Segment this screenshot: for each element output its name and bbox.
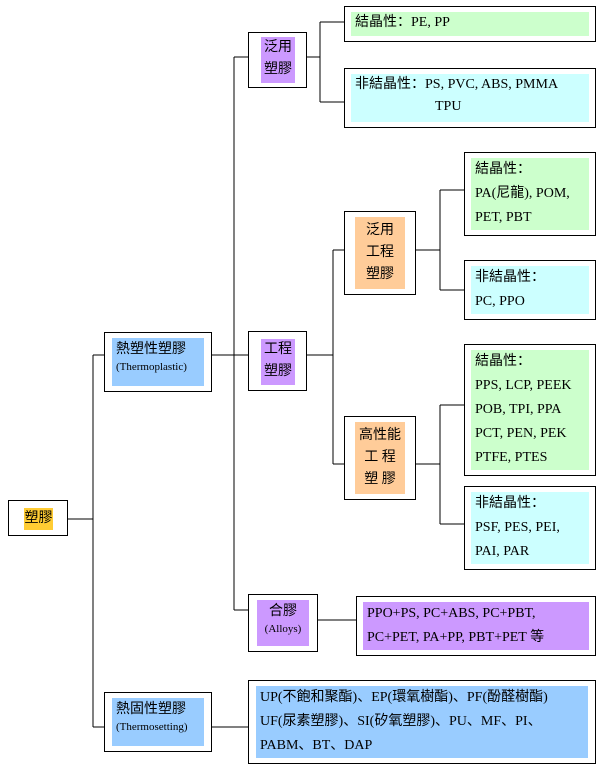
alloys-fill: 合膠 (Alloys) [257, 600, 309, 646]
alloys-list-node: PPO+PS, PC+ABS, PC+PBT, PC+PET, PA+PP, P… [356, 596, 596, 656]
general-eng-crystalline-line-1: 結晶性： [475, 162, 531, 177]
engineering-plastic-label-1: 工程 [264, 342, 292, 357]
general-plastic-crystalline-node: 結晶性：PE, PP [344, 6, 596, 42]
high-perf-crystalline-line-5: PTFE, PTES [475, 450, 548, 465]
alloys-list-line-1: PPO+PS, PC+ABS, PC+PBT, [367, 606, 536, 621]
general-eng-crystalline-node: 結晶性： PA(尼龍), POM, PET, PBT [464, 152, 596, 236]
thermosetting-list-line-1: UP(不飽和聚酯)、EP(環氧樹酯)、PF(酚醛樹酯) [260, 690, 548, 705]
root-node: 塑膠 [8, 500, 68, 536]
engineering-plastic-node: 工程 塑膠 [248, 331, 307, 391]
general-eng-amorphous-node: 非結晶性： PC, PPO [464, 260, 596, 320]
general-eng-amorphous-line-2: PC, PPO [475, 294, 525, 309]
thermosetting-label: 熱固性塑膠 [116, 702, 186, 717]
general-plastic-fill: 泛用 塑膠 [261, 37, 295, 83]
high-performance-node: 高性能 工 程 塑 膠 [344, 416, 416, 500]
general-plastic-amorphous-line-2: TPU [435, 99, 462, 114]
thermosetting-list-fill: UP(不飽和聚酯)、EP(環氧樹酯)、PF(酚醛樹酯) UF(尿素塑膠)、SI(… [256, 686, 588, 758]
general-engineering-node: 泛用 工程 塑膠 [344, 211, 416, 295]
high-performance-label-1: 高性能 [359, 428, 401, 443]
high-performance-label-2: 工 程 [364, 450, 396, 465]
general-eng-crystalline-line-3: PET, PBT [475, 210, 532, 225]
general-plastic-amorphous-node: 非結晶性：PS, PVC, ABS, PMMA TPU [344, 68, 596, 128]
high-perf-crystalline-line-2: PPS, LCP, PEEK [475, 378, 572, 393]
high-perf-crystalline-line-3: POB, TPI, PPA [475, 402, 562, 417]
high-perf-amorphous-line-2: PSF, PES, PEI, [475, 520, 560, 535]
general-plastic-amorphous-fill: 非結晶性：PS, PVC, ABS, PMMA TPU [351, 74, 589, 122]
thermoplastic-sublabel: (Thermoplastic) [116, 361, 187, 373]
general-engineering-fill: 泛用 工程 塑膠 [355, 217, 405, 289]
root-label: 塑膠 [24, 508, 53, 530]
high-perf-crystalline-line-1: 結晶性： [475, 354, 531, 369]
engineering-plastic-label-2: 塑膠 [264, 364, 292, 379]
general-plastic-label-2: 塑膠 [264, 62, 292, 77]
high-perf-amorphous-line-1: 非結晶性： [475, 496, 545, 511]
general-engineering-label-1: 泛用 [366, 223, 394, 238]
high-perf-amorphous-line-3: PAI, PAR [475, 544, 530, 559]
general-eng-amorphous-fill: 非結晶性： PC, PPO [471, 266, 589, 314]
general-plastic-amorphous-line-1: 非結晶性：PS, PVC, ABS, PMMA [355, 77, 559, 92]
general-plastic-label-1: 泛用 [264, 40, 292, 55]
general-plastic-crystalline-label: 結晶性：PE, PP [355, 15, 450, 30]
general-plastic-crystalline-fill: 結晶性：PE, PP [351, 12, 589, 36]
engineering-plastic-fill: 工程 塑膠 [261, 339, 295, 385]
thermosetting-fill: 熱固性塑膠 (Thermosetting) [112, 698, 204, 746]
high-performance-label-3: 塑 膠 [364, 472, 396, 487]
alloys-sublabel: (Alloys) [264, 623, 302, 635]
thermosetting-sublabel: (Thermosetting) [116, 721, 188, 733]
general-eng-crystalline-fill: 結晶性： PA(尼龍), POM, PET, PBT [471, 158, 589, 230]
alloys-node: 合膠 (Alloys) [248, 594, 318, 652]
high-perf-amorphous-node: 非結晶性： PSF, PES, PEI, PAI, PAR [464, 486, 596, 570]
high-perf-amorphous-fill: 非結晶性： PSF, PES, PEI, PAI, PAR [471, 492, 589, 564]
thermoplastic-label: 熱塑性塑膠 [116, 342, 186, 357]
general-eng-crystalline-line-2: PA(尼龍), POM, [475, 186, 570, 201]
high-perf-crystalline-node: 結晶性： PPS, LCP, PEEK POB, TPI, PPA PCT, P… [464, 344, 596, 476]
alloys-list-fill: PPO+PS, PC+ABS, PC+PBT, PC+PET, PA+PP, P… [363, 602, 589, 650]
general-plastic-node: 泛用 塑膠 [248, 32, 307, 88]
thermosetting-list-line-2: UF(尿素塑膠)、SI(矽氧塑膠)、PU、MF、PI、 [260, 714, 542, 729]
general-engineering-label-2: 工程 [366, 245, 394, 260]
high-perf-crystalline-line-4: PCT, PEN, PEK [475, 426, 567, 441]
thermosetting-list-line-3: PABM、BT、DAP [260, 738, 373, 753]
thermoplastic-fill: 熱塑性塑膠 (Thermoplastic) [112, 338, 204, 386]
alloys-label: 合膠 [269, 604, 297, 619]
high-perf-crystalline-fill: 結晶性： PPS, LCP, PEEK POB, TPI, PPA PCT, P… [471, 350, 589, 470]
thermoplastic-node: 熱塑性塑膠 (Thermoplastic) [104, 332, 212, 392]
thermosetting-node: 熱固性塑膠 (Thermosetting) [104, 692, 212, 752]
general-eng-amorphous-line-1: 非結晶性： [475, 270, 545, 285]
high-performance-fill: 高性能 工 程 塑 膠 [355, 422, 405, 494]
general-engineering-label-3: 塑膠 [366, 267, 394, 282]
alloys-list-line-2: PC+PET, PA+PP, PBT+PET 等 [367, 630, 545, 645]
thermosetting-list-node: UP(不飽和聚酯)、EP(環氧樹酯)、PF(酚醛樹酯) UF(尿素塑膠)、SI(… [248, 680, 596, 764]
